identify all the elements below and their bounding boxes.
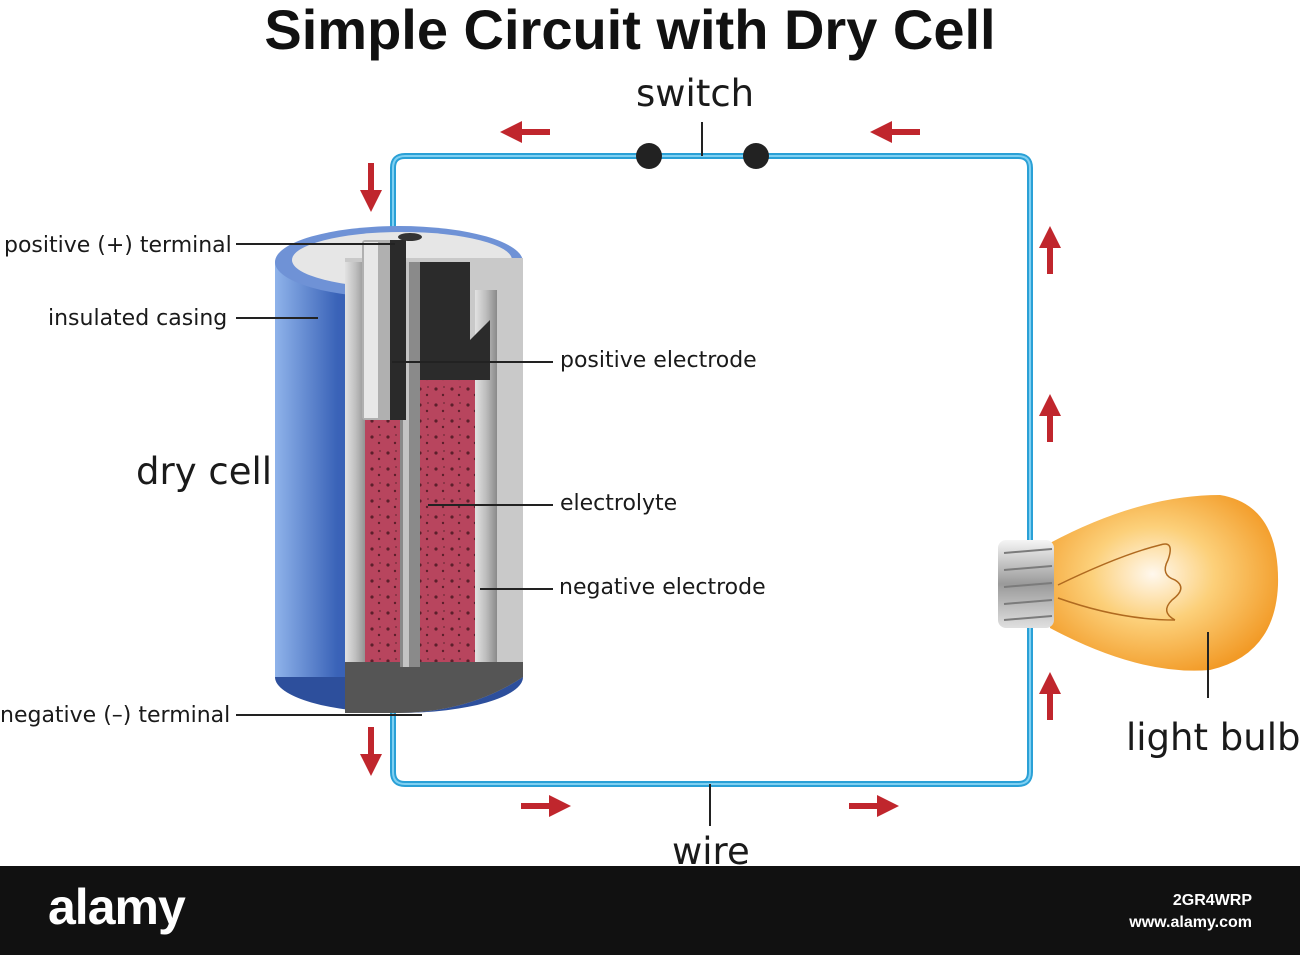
leader-lines bbox=[236, 243, 1209, 826]
arrow-right-2 bbox=[1039, 394, 1061, 442]
positive-terminal-label: positive (+) terminal bbox=[4, 233, 232, 258]
switch-label: switch bbox=[636, 72, 755, 115]
arrow-left-top bbox=[360, 163, 382, 212]
arrow-bottom-left bbox=[521, 795, 571, 817]
positive-electrode-label: positive electrode bbox=[560, 348, 757, 373]
current-arrows bbox=[360, 121, 1061, 817]
light-bulb-label: light bulb bbox=[1126, 716, 1300, 759]
arrow-top-left bbox=[500, 121, 550, 143]
arrow-top-right bbox=[870, 121, 920, 143]
circuit-diagram bbox=[236, 121, 1279, 826]
negative-terminal-label: negative (–) terminal bbox=[0, 703, 231, 728]
brand-logo: alamy bbox=[48, 879, 186, 935]
dry-cell-illustration bbox=[275, 226, 523, 713]
diagram-title: Simple Circuit with Dry Cell bbox=[264, 0, 996, 61]
image-id-code: 2GR4WRP bbox=[1172, 892, 1252, 909]
image-site: www.alamy.com bbox=[1129, 914, 1252, 931]
arrow-right-1 bbox=[1039, 226, 1061, 274]
watermark-footer: alamy 2GR4WRP www.alamy.com bbox=[0, 866, 1300, 955]
switch-contact-right bbox=[743, 143, 769, 169]
insulated-casing-label: insulated casing bbox=[48, 306, 228, 331]
wire-label: wire bbox=[672, 830, 750, 873]
arrow-bottom-right bbox=[849, 795, 899, 817]
arrow-right-3 bbox=[1039, 672, 1061, 720]
negative-electrode-label: negative electrode bbox=[559, 575, 766, 600]
image-id: 2GR4WRP www.alamy.com bbox=[1129, 890, 1252, 934]
arrow-left-bottom bbox=[360, 727, 382, 776]
dry-cell-label: dry cell bbox=[136, 450, 273, 493]
switch-contact-left bbox=[636, 143, 662, 169]
electrolyte-label: electrolyte bbox=[560, 491, 678, 516]
bulb-screw-base bbox=[998, 540, 1054, 628]
light-bulb-illustration bbox=[998, 495, 1279, 671]
